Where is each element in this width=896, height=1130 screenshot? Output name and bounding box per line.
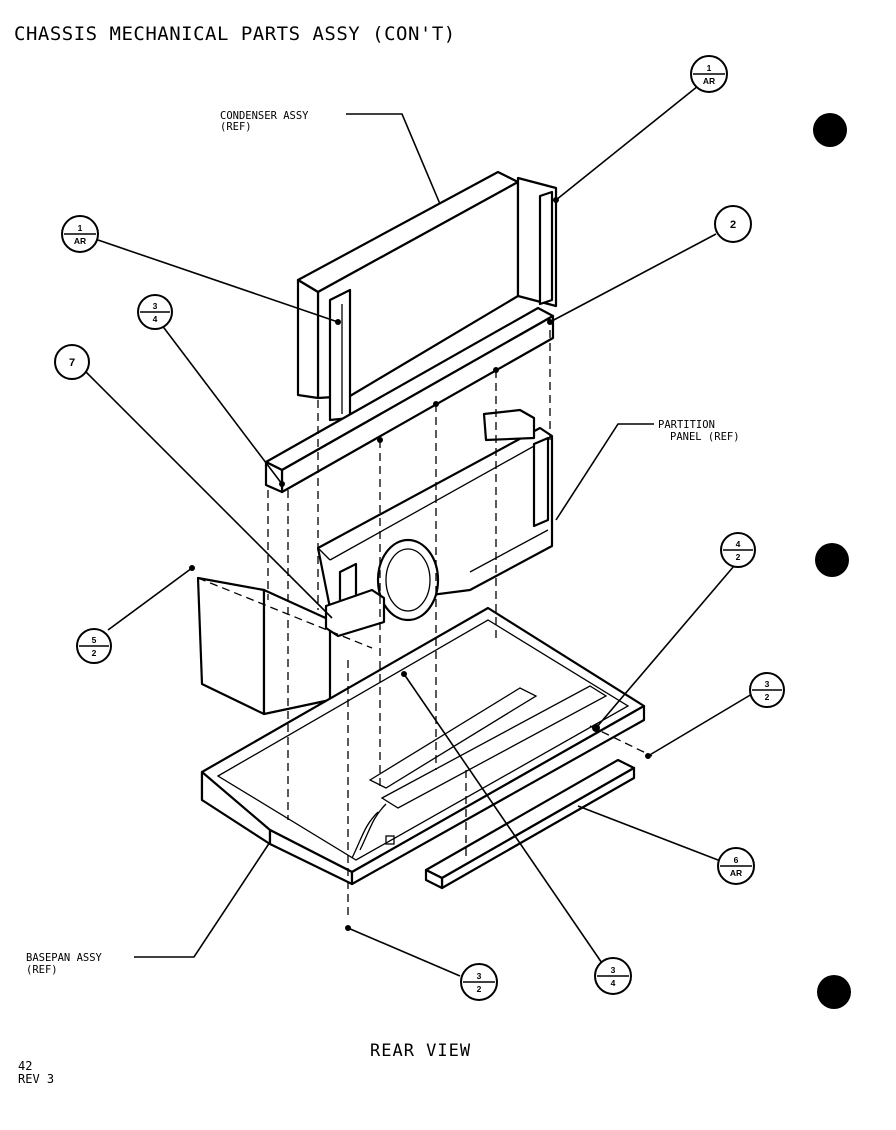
svg-text:4: 4	[736, 539, 741, 549]
svg-text:3: 3	[611, 965, 616, 975]
connector-dots	[189, 197, 651, 931]
basepan-ref-label: (REF)	[26, 964, 58, 976]
alignment-dashes	[267, 330, 653, 920]
binder-hole-bottom	[817, 975, 851, 1009]
svg-text:1: 1	[78, 223, 83, 233]
svg-text:2: 2	[730, 219, 736, 231]
svg-text:2: 2	[477, 984, 482, 994]
svg-text:AR: AR	[730, 868, 742, 878]
callout-5-2: 5 2	[76, 628, 112, 664]
callout-3-2-bottom: 3 2	[460, 963, 498, 1001]
svg-text:2: 2	[736, 552, 741, 562]
callout-2: 2	[714, 205, 752, 243]
svg-text:AR: AR	[703, 76, 715, 86]
callout-6-ar: 6 AR	[717, 847, 755, 885]
partition-panel-ref-label: PANEL (REF)	[670, 431, 740, 443]
condenser-assy-label: CONDENSER ASSY	[220, 110, 309, 122]
partition-panel	[316, 408, 554, 622]
svg-text:2: 2	[765, 692, 770, 702]
callout-1-ar-left: 1 AR	[61, 215, 99, 253]
callout-3-4-left: 3 4	[137, 294, 173, 330]
svg-text:2: 2	[92, 648, 97, 658]
condenser-assembly	[296, 170, 558, 422]
svg-text:AR: AR	[74, 236, 86, 246]
svg-text:4: 4	[611, 978, 616, 988]
basepan-assembly	[200, 606, 646, 886]
svg-text:3: 3	[153, 301, 158, 311]
svg-text:5: 5	[92, 635, 97, 645]
svg-text:7: 7	[69, 357, 75, 369]
svg-text:3: 3	[477, 971, 482, 981]
side-bracket	[196, 576, 386, 716]
view-caption: REAR VIEW	[370, 1041, 471, 1061]
callout-7: 7	[54, 344, 90, 380]
condenser-ref-label: (REF)	[220, 121, 252, 133]
partition-top-rail	[264, 306, 555, 494]
page-number: 42	[18, 1059, 32, 1073]
binder-hole-top	[813, 113, 847, 147]
callout-1-ar-top-right: 1 AR	[690, 55, 728, 93]
leader-lines	[85, 85, 753, 977]
binder-hole-middle	[815, 543, 849, 577]
svg-text:4: 4	[153, 314, 158, 324]
callout-4-2: 4 2	[720, 532, 756, 568]
page-title: CHASSIS MECHANICAL PARTS ASSY (CON'T)	[14, 23, 456, 45]
partition-label: PARTITION	[658, 419, 715, 431]
basepan-assy-label: BASEPAN ASSY	[26, 952, 103, 964]
svg-text:1: 1	[707, 63, 712, 73]
callout-3-2-right: 3 2	[749, 672, 785, 708]
callout-3-4-bottom: 3 4	[594, 957, 632, 995]
revision-label: REV 3	[18, 1072, 54, 1086]
base-rail	[424, 758, 636, 890]
svg-text:3: 3	[765, 679, 770, 689]
svg-text:6: 6	[734, 855, 739, 865]
